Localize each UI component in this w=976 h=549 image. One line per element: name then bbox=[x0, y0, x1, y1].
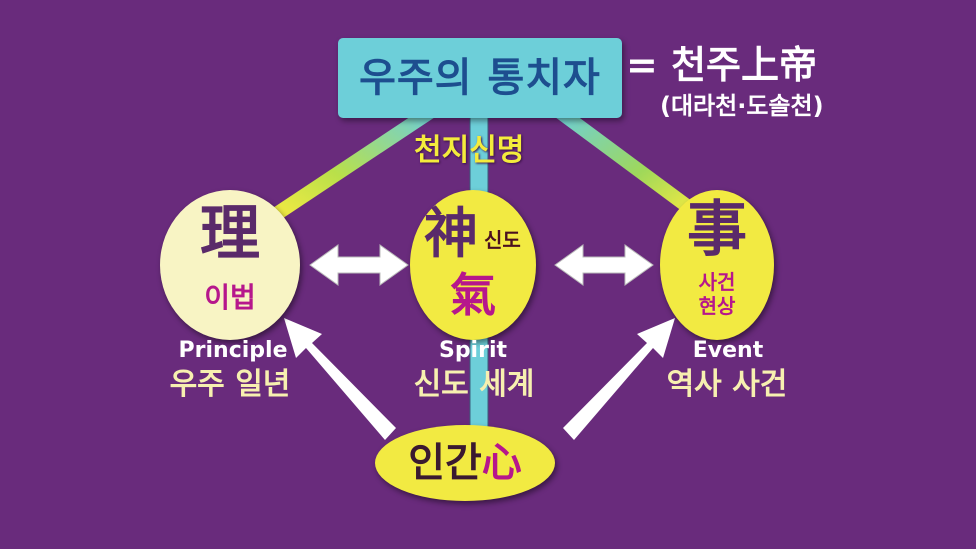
spirit-english: Spirit bbox=[438, 338, 508, 363]
universe-ruler-box: 우주의 통치자 bbox=[338, 38, 622, 118]
event-korean-1: 사건 bbox=[698, 270, 736, 294]
spirit-circle: 神 신도 氣 bbox=[410, 190, 536, 340]
spirit-hanja-note: 신도 bbox=[484, 228, 521, 252]
principle-hanja: 理 bbox=[200, 199, 260, 269]
double-arrow-left bbox=[309, 244, 409, 286]
spirit-caption: 신도 세계 bbox=[413, 367, 535, 402]
line-box-to-principle bbox=[271, 106, 434, 221]
principle-caption: 우주 일년 bbox=[169, 367, 291, 402]
center-label: 천지신명 bbox=[414, 133, 525, 168]
event-circle: 事 사건 현상 bbox=[660, 190, 774, 340]
spirit-hanja: 神 bbox=[424, 201, 478, 265]
principle-korean: 이법 bbox=[204, 281, 256, 314]
principle-circle: 理 이법 bbox=[160, 190, 300, 340]
principle-english: Principle bbox=[178, 338, 288, 363]
line-box-to-event bbox=[555, 106, 700, 218]
double-arrow-right bbox=[554, 244, 654, 286]
human-hanja: 心 bbox=[481, 439, 522, 486]
universe-ruler-title: 우주의 통치자 bbox=[359, 55, 601, 101]
sub-text: (대라천·도솔천) bbox=[660, 92, 824, 120]
arrow-human-to-principle bbox=[284, 318, 396, 440]
event-english: Event bbox=[692, 338, 764, 363]
spirit-hanja2: 氣 bbox=[450, 268, 496, 322]
event-korean-2: 현상 bbox=[698, 294, 736, 318]
human-korean: 인간 bbox=[408, 440, 482, 486]
event-hanja: 事 bbox=[687, 195, 747, 265]
equals-text: = 천주上帝 bbox=[626, 43, 817, 87]
arrow-human-to-event bbox=[563, 318, 675, 440]
human-ellipse: 인간 心 bbox=[375, 425, 555, 501]
event-caption: 역사 사건 bbox=[666, 367, 788, 402]
